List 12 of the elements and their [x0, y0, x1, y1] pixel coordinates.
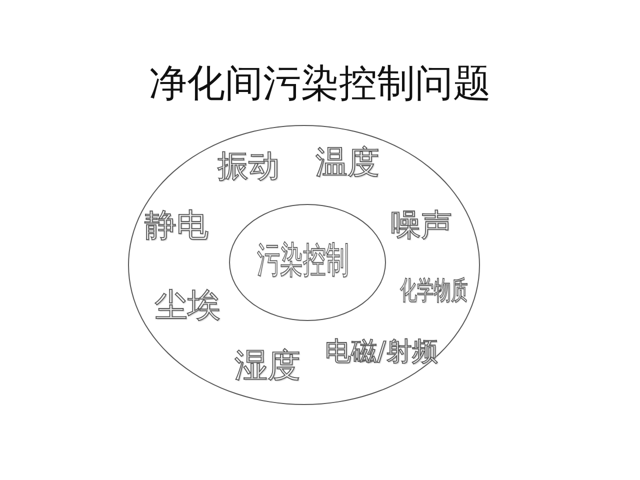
factor-label: 静电 [144, 208, 208, 240]
factor-label: 振动 [218, 152, 280, 182]
inner-ellipse [229, 204, 386, 321]
factor-label: 化学物质 [400, 278, 468, 304]
center-label: 污染控制 [256, 243, 350, 279]
factor-label: 湿度 [234, 348, 300, 381]
factor-label: 尘埃 [154, 288, 220, 321]
factor-label: 温度 [316, 146, 380, 178]
title: 净化间污染控制问题 [149, 64, 491, 102]
factor-label: 噪声 [390, 210, 452, 242]
outer-ellipse [128, 125, 480, 405]
factor-label: 电磁/射频 [325, 338, 438, 364]
